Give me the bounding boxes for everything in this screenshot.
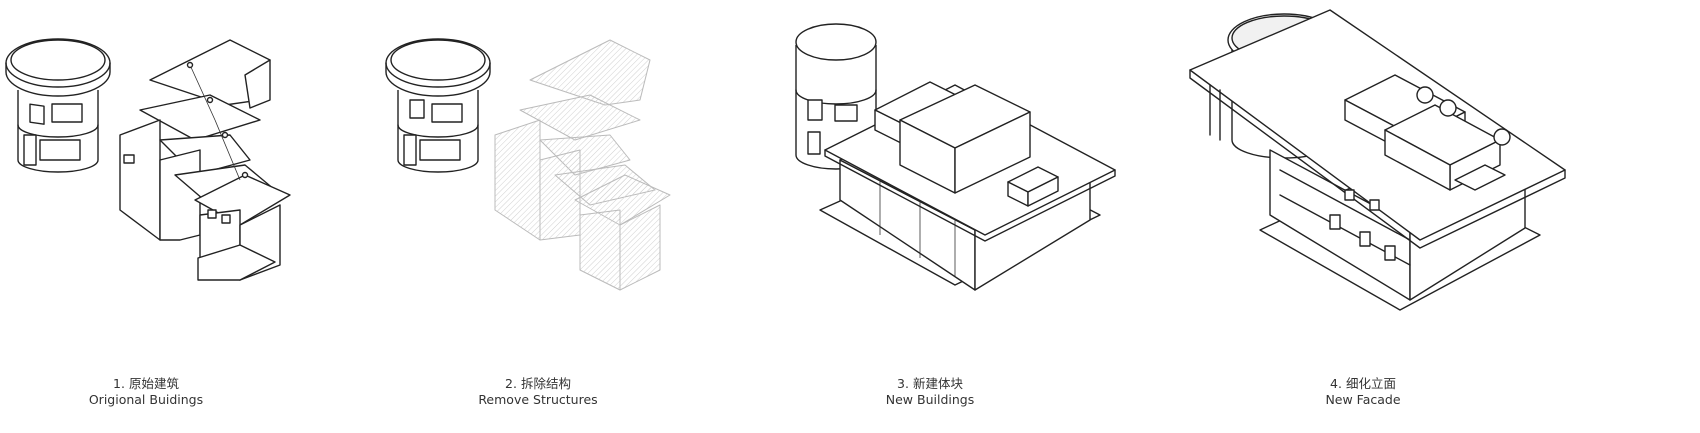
caption-subtitle: Origional Buidings — [88, 392, 204, 407]
diagram-original-buildings — [0, 0, 340, 340]
diagram-remove-structures — [380, 0, 720, 340]
caption-title: 1. 原始建筑 — [113, 376, 179, 391]
caption-title: 3. 新建体块 — [897, 376, 963, 391]
caption-step-2: 2. 拆除结构 Remove Structures — [408, 376, 668, 408]
original-buildings-drawing — [5, 38, 291, 281]
new-building-mass — [819, 81, 1116, 291]
caption-subtitle: Remove Structures — [478, 392, 598, 407]
caption-title: 2. 拆除结构 — [505, 376, 571, 391]
caption-step-4: 4. 细化立面 New Facade — [1233, 376, 1493, 408]
pitched-roof-complex — [119, 39, 291, 281]
new-facade-drawing — [1189, 9, 1566, 311]
remove-structures-drawing — [385, 38, 671, 291]
round-tower — [5, 38, 111, 173]
diagram-new-facade — [1180, 0, 1580, 340]
removed-structures-ghost — [494, 39, 671, 291]
facade-building-mass — [1189, 9, 1566, 311]
caption-step-1: 1. 原始建筑 Origional Buidings — [16, 376, 276, 408]
round-tower — [385, 38, 491, 173]
new-buildings-drawing — [795, 23, 1116, 291]
caption-title: 4. 细化立面 — [1330, 376, 1396, 391]
diagram-new-buildings — [780, 0, 1140, 340]
caption-step-3: 3. 新建体块 New Buildings — [800, 376, 1060, 408]
caption-subtitle: New Buildings — [885, 392, 975, 407]
caption-subtitle: New Facade — [1325, 392, 1401, 407]
